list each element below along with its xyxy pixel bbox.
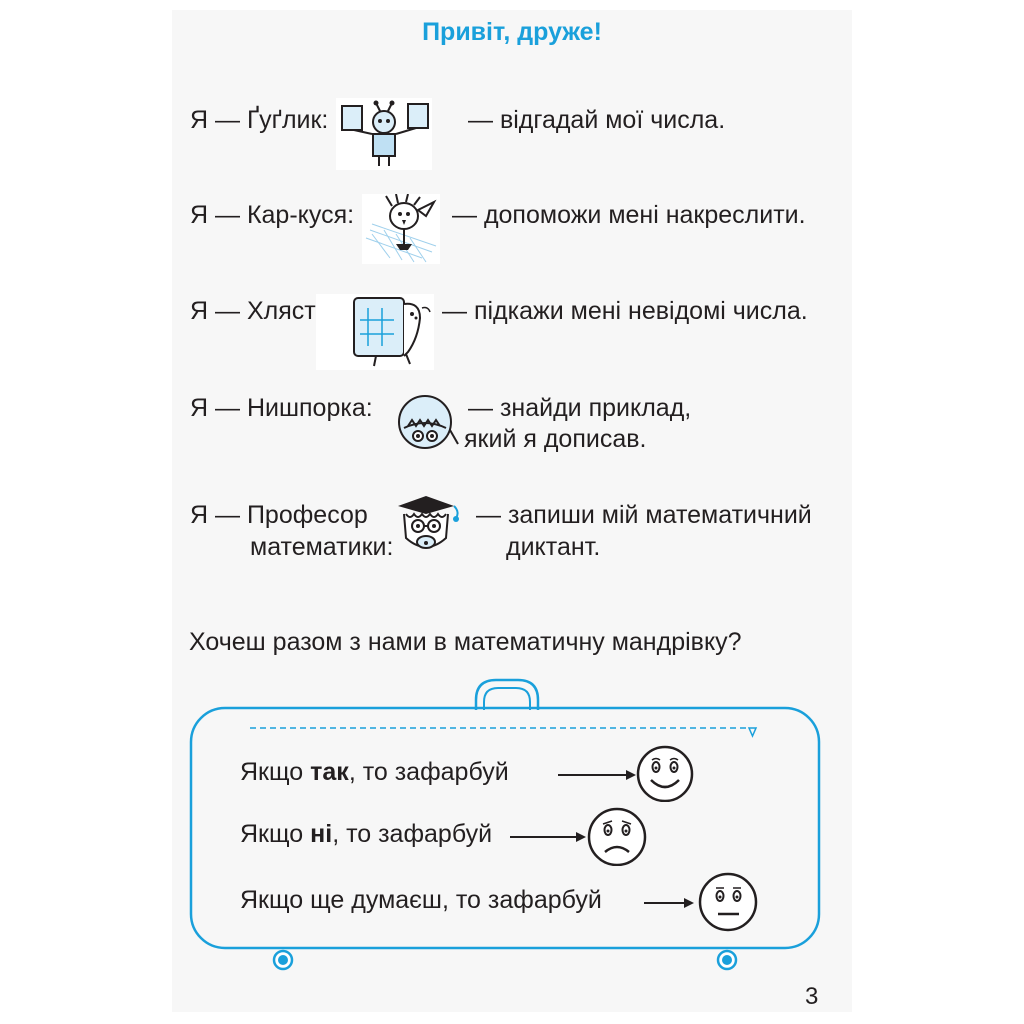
khliastyk-notebook-icon (316, 294, 434, 370)
option-thinking-arrow-and-face (644, 872, 758, 932)
page-number: 3 (805, 983, 819, 1010)
happy-face-icon (636, 745, 694, 802)
character-task-nyshporka-line1: — знайди приклад, (468, 394, 692, 422)
character-task-professor-line2: диктант. (506, 533, 601, 561)
character-name-nyshporka: Я — Нишпорка: (190, 394, 373, 422)
character-name-professor-line1: Я — Професор (190, 501, 368, 529)
option-no-arrow-and-face (510, 807, 647, 866)
nyshporka-ball-icon (398, 395, 459, 449)
character-task-guglyk: — відгадай мої числа. (468, 106, 726, 134)
neutral-face-icon (698, 872, 758, 932)
character-name-professor-line2: математики: (250, 533, 394, 561)
option-yes-arrow-and-face (558, 745, 694, 802)
character-task-nyshporka-line2: який я дописав. (464, 425, 647, 453)
professor-icon (398, 496, 459, 549)
page-background (172, 10, 852, 1012)
sad-face-icon (587, 807, 647, 866)
character-task-professor-line1: — запиши мій математичний (476, 501, 812, 529)
guglyk-robot-icon (336, 98, 432, 170)
character-task-khliastyk: — підкажи мені невідомі числа. (442, 297, 808, 325)
option-yes-text: Якщо так, то зафарбуй (240, 758, 509, 786)
question-text: Хочеш разом з нами в математичну мандрів… (189, 628, 742, 656)
character-name-guglyk: Я — Ґуґлик: (190, 106, 329, 134)
karkusia-bird-icon (362, 194, 440, 264)
character-name-karkusia: Я — Кар-куся: (190, 201, 355, 229)
option-no-text: Якщо ні, то зафарбуй (240, 820, 493, 848)
option-thinking-text: Якщо ще думаєш, то зафарбуй (240, 886, 602, 914)
page-title: Привіт, друже! (422, 18, 602, 46)
suitcase-frame (189, 678, 821, 971)
character-task-karkusia: — допоможи мені накреслити. (452, 201, 806, 229)
